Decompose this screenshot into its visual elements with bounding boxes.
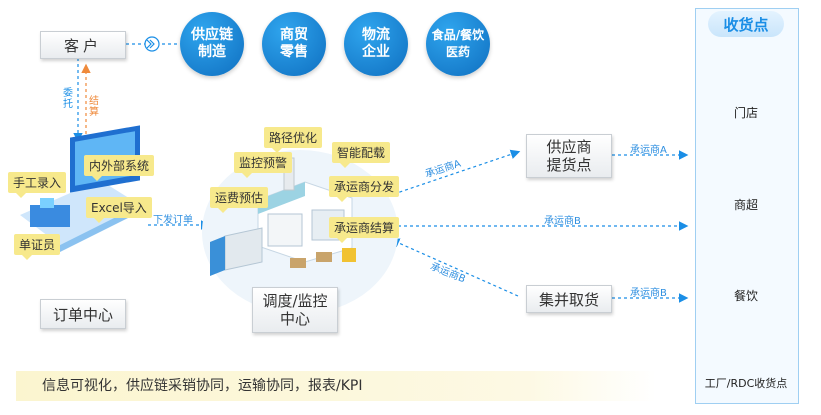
issue-order-label: 下发订单 bbox=[153, 215, 193, 226]
supplier-pickup-box: 供应商 提货点 bbox=[526, 134, 612, 178]
dispatch-supplier-arrow bbox=[387, 149, 521, 197]
tag-freight-estimate: 运费预估 bbox=[210, 187, 269, 213]
tag-excel-import: Excel导入 bbox=[86, 197, 152, 223]
tag-internal-external-system: 内外部系统 bbox=[84, 155, 155, 181]
receiving-supermarket-label: 商超 bbox=[733, 198, 758, 212]
customer-industry-chevron bbox=[144, 36, 160, 52]
footer-banner: 信息可视化，供应链采销协同，运输协同，报表/KPI bbox=[16, 371, 656, 401]
carrier-b-label-right: 承运商B bbox=[630, 288, 667, 299]
receiving-title: 收货点 bbox=[708, 11, 784, 37]
tag-carrier-settlement: 承运商结算 bbox=[329, 217, 400, 243]
industry-logistics: 物流 企业 bbox=[344, 12, 408, 76]
carrier-b-label-direct: 承运商B bbox=[544, 216, 581, 227]
tag-document-clerk: 单证员 bbox=[14, 234, 61, 260]
industry-supply-chain-manufacturing: 供应链 制造 bbox=[180, 12, 244, 76]
receiving-factory-label: 工厂/RDC收货点 bbox=[704, 377, 788, 390]
customer-box: 客户 bbox=[40, 31, 126, 59]
industry-retail: 商贸 零售 bbox=[262, 12, 326, 76]
tag-monitoring-alert: 监控预警 bbox=[234, 152, 293, 178]
commission-label: 委托 bbox=[63, 88, 73, 110]
carrier-a-label-right: 承运商A bbox=[630, 145, 667, 156]
receiving-panel bbox=[695, 8, 799, 404]
industry-food-medicine: 食品/餐饮 医药 bbox=[426, 12, 490, 76]
receiving-store-label: 门店 bbox=[733, 106, 758, 120]
dispatch-center-box: 调度/监控 中心 bbox=[252, 287, 338, 333]
tag-route-optimization: 路径优化 bbox=[264, 127, 323, 153]
tag-manual-entry: 手工录入 bbox=[8, 172, 67, 198]
tag-carrier-dispatch: 承运商分发 bbox=[329, 176, 400, 202]
settlement-label: 结算 bbox=[89, 96, 99, 118]
consolidate-pickup-box: 集并取货 bbox=[526, 285, 612, 313]
consolidate-dispatch-arrow bbox=[389, 238, 519, 297]
order-center-box: 订单中心 bbox=[40, 299, 126, 329]
tag-smart-loading: 智能配载 bbox=[332, 142, 391, 168]
receiving-restaurant-label: 餐饮 bbox=[733, 289, 758, 303]
